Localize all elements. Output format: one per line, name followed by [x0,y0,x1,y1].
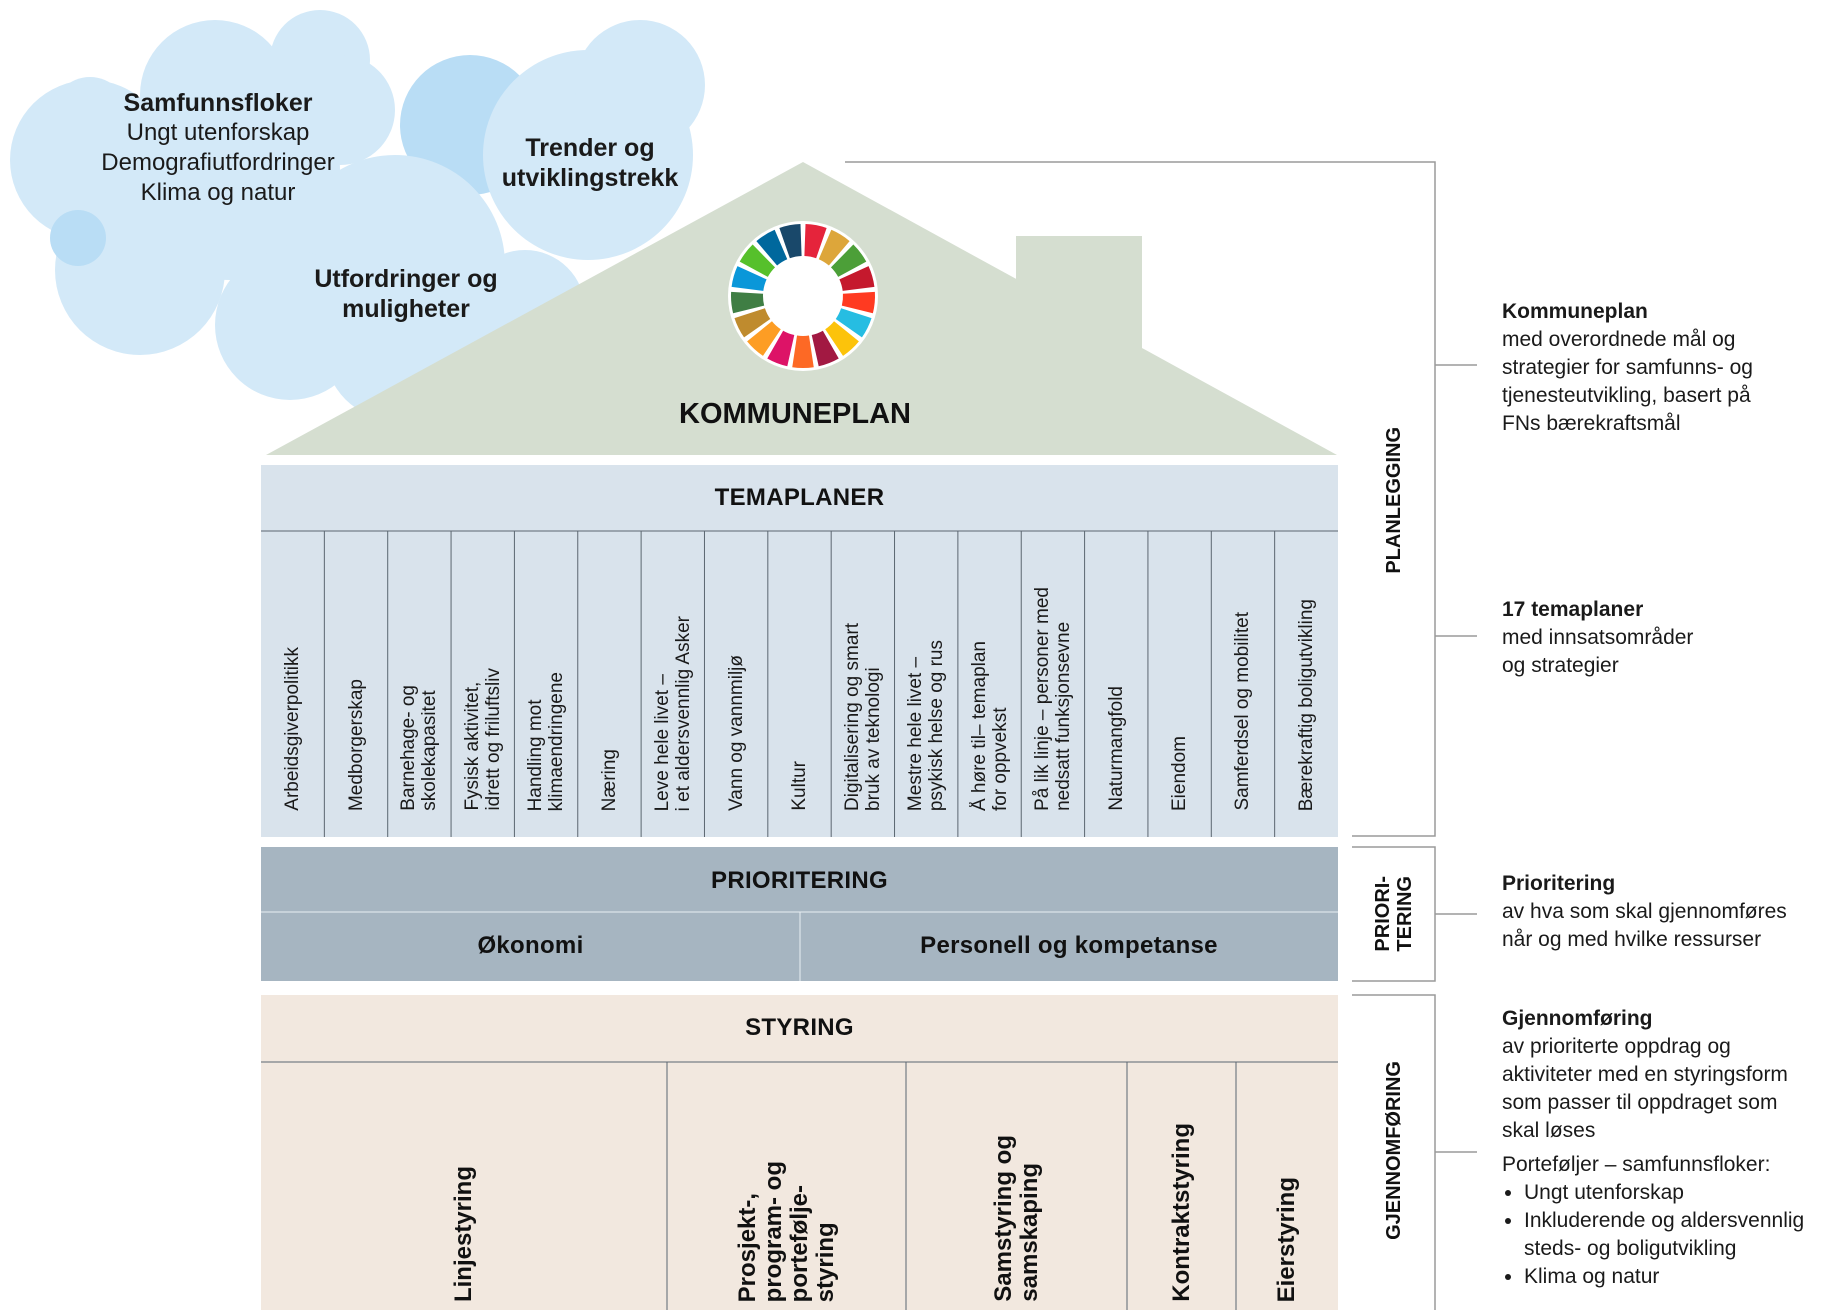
temaplan-label: Kultur [788,761,810,811]
temaplan-dividers [323,531,1276,837]
temaplan-label: Barnehage- og skolekapasitet [398,685,441,811]
desc-text: med overordnede mål og strategier for sa… [1502,328,1753,435]
cloud-line: Klima og natur [140,179,296,206]
temaplan-label: Leve hele livet – i et aldersvennlig Ask… [651,615,694,811]
prioritering-title: PRIORITERING [711,867,888,894]
personell-label: Personell og kompetanse [920,932,1218,959]
styring-title: STYRING [745,1014,854,1041]
temaplan-item: Kultur [768,531,831,811]
portfolio-list: Ungt utenforskap Inkluderende og aldersv… [1502,1179,1840,1291]
sdg-segment [779,224,802,259]
desc-text: av prioriterte oppdrag og aktiviteter me… [1502,1035,1788,1142]
sdg-segment [739,244,776,277]
desc-prioritering: Prioritering av hva som skal gjennomføre… [1502,870,1832,954]
sdg-segment [731,291,765,314]
sdg-segment [747,321,781,356]
desc-heading: Prioritering [1502,872,1616,895]
styring-item: Prosjekt-, program- og portefølje- styri… [733,1160,839,1302]
temaplan-item: Leve hele livet – i et aldersvennlig Ask… [641,531,704,811]
temaplan-item: På lik linje – personer med nedsatt funk… [1021,531,1084,811]
temaplan-item: Vann og vannmiljø [704,531,767,811]
side-label-gjennomforing: GJENNOMFØRING [1383,1060,1405,1240]
desc-temaplaner: 17 temaplaner med innsatsområder og stra… [1502,596,1832,680]
temaplan-item: Næring [578,531,641,811]
temaplan-item: Mestre hele livet – psykisk helse og rus [895,531,958,811]
temaplan-label: Bærekraftig boligutvikling [1295,598,1317,811]
temaplan-item: Naturmangfold [1085,531,1148,811]
styring-item: Samstyring og samskaping [989,1135,1043,1302]
temaplan-item: Arbeidsgiverpolitikk [261,531,324,811]
portfolio-item: Inkluderende og aldersvennlig steds- og … [1524,1207,1840,1263]
side-label-planlegging: PLANLEGGING [1383,426,1405,574]
styring-item: Kontraktstyring [1167,1123,1195,1302]
portfolio-intro: Porteføljer – samfunnsfloker: [1502,1153,1771,1176]
cloud-title: Samfunnsfloker [123,89,313,117]
temaplan-label: Eiendom [1169,736,1191,811]
sdg-segment [830,244,867,277]
temaplan-item: Eiendom [1148,531,1211,811]
sdg-segment [756,229,788,266]
styring-item: Eierstyring [1273,1176,1300,1302]
temaplan-item: Bærekraftig boligutvikling [1275,531,1338,811]
bracket-lines [845,161,1477,1310]
cloud-samfunnsfloker: Samfunnsfloker Ungt utenforskap Demograf… [60,88,376,208]
sdg-segment [841,291,875,314]
cloud-line: Demografiutfordringer [101,149,335,176]
desc-kommuneplan: Kommuneplan med overordnede mål og strat… [1502,298,1832,438]
temaplan-label: Arbeidsgiverpolitikk [282,647,304,811]
kommuneplan-title: KOMMUNEPLAN [679,398,911,430]
side-label-prioritering: PRIORI- TERING [1372,876,1416,952]
sdg-segment [731,266,767,291]
temaplan-item: Fysisk aktivitet, idrett og friluftsliv [451,531,514,811]
sdg-segment [839,266,875,291]
temaplan-label: Handling mot klimaendringene [525,671,568,811]
temaplan-label: Naturmangfold [1105,686,1127,811]
temaplan-label: Fysisk aktivitet, idrett og friluftsliv [461,668,504,811]
sdg-segment [767,330,795,367]
temaplan-item: Å høre til– temaplan for oppvekst [958,531,1021,811]
temaplan-label: Næring [598,748,620,811]
sdg-segment [734,308,771,338]
sdg-segment [825,321,859,356]
desc-text: av hva som skal gjennomføres når og med … [1502,900,1787,951]
temaplan-item: Samferdsel og mobilitet [1211,531,1274,811]
cloud-shapes [10,10,705,420]
temaplan-label: På lik linje – personer med nedsatt funk… [1031,587,1074,811]
temaplan-label: Vann og vannmiljø [725,655,747,811]
sdg-segment [792,335,814,368]
temaplan-item: Digitalisering og smart bruk av teknolog… [831,531,894,811]
temaplan-label: Å høre til– temaplan for oppvekst [968,640,1011,811]
temaplan-item: Handling mot klimaendringene [514,531,577,811]
temaplan-label: Samferdsel og mobilitet [1232,612,1254,811]
sdg-wheel-icon [728,221,878,371]
temaplan-label: Medborgerskap [345,678,367,811]
band-dividers [261,530,1338,1310]
cloud-trender: Trender og utviklingstrekk [501,134,679,192]
cloud-line: Ungt utenforskap [126,119,310,146]
desc-gjennomforing: Gjennomføring av prioriterte oppdrag og … [1502,1005,1840,1291]
temaplan-item: Barnehage- og skolekapasitet [388,531,451,811]
temaplan-item: Medborgerskap [324,531,387,811]
temaplan-label: Mestre hele livet – psykisk helse og rus [905,639,948,811]
cloud-utfordringer: Utfordringer og muligheter [314,265,498,323]
sdg-segment [835,308,872,338]
portfolio-item: Klima og natur [1524,1263,1840,1291]
portfolio-item: Ungt utenforskap [1524,1179,1840,1207]
desc-heading: 17 temaplaner [1502,598,1644,621]
okonomi-label: Økonomi [477,932,584,959]
sdg-segment [818,229,850,266]
desc-heading: Kommuneplan [1502,300,1648,323]
temaplaner-title: TEMAPLANER [714,484,885,511]
desc-text: med innsatsområder og strategier [1502,626,1694,677]
sdg-segment [804,224,827,259]
desc-heading: Gjennomføring [1502,1007,1653,1030]
styring-item: Linjestyring [450,1165,477,1302]
temaplan-label: Digitalisering og smart bruk av teknolog… [841,623,884,811]
sdg-segment [811,330,839,367]
